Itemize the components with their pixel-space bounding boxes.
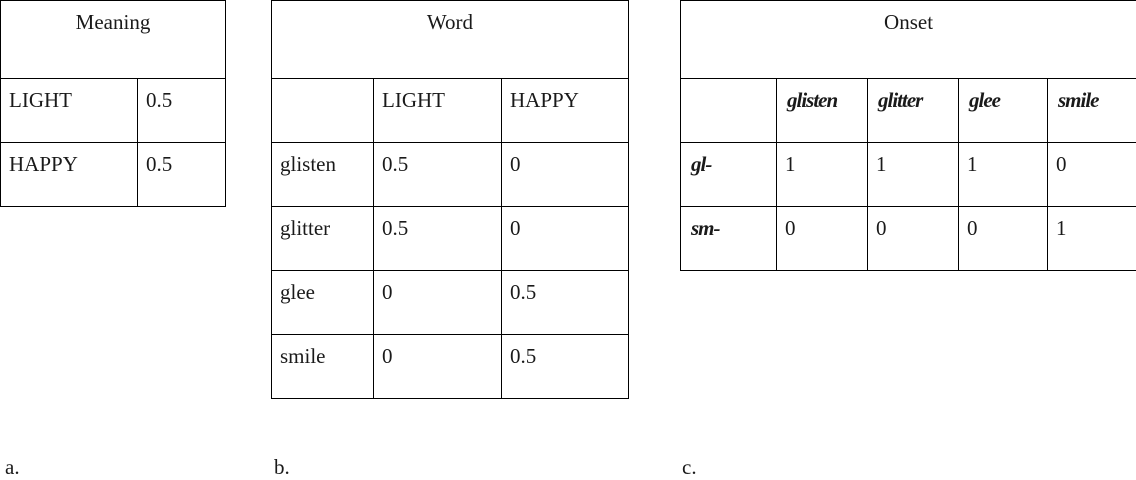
table-row: LIGHT 0.5 [0, 78, 226, 143]
column-header: LIGHT [373, 78, 502, 143]
table-row: smile 0 0.5 [271, 334, 629, 399]
onset-label: gl- [680, 142, 777, 207]
onset-value: 1 [776, 142, 868, 207]
column-header [271, 78, 374, 143]
table-header-row: Word [271, 0, 629, 79]
word-value: 0 [501, 142, 629, 207]
caption-b: b. [274, 455, 290, 479]
word-value: 0.5 [373, 142, 502, 207]
meaning-label: HAPPY [0, 142, 138, 207]
meaning-label: LIGHT [0, 78, 138, 143]
table-row: gl- 1 1 1 0 [680, 142, 1136, 207]
table-column-header-row: LIGHT HAPPY [271, 78, 629, 143]
word-label: smile [271, 334, 374, 399]
table-row: glitter 0.5 0 [271, 206, 629, 271]
onset-table-title: Onset [679, 0, 1136, 79]
onset-value: 0 [1046, 142, 1136, 207]
column-header: glitter [867, 78, 959, 143]
meaning-table: Meaning LIGHT 0.5 HAPPY 0.5 [0, 0, 226, 207]
word-value: 0.5 [501, 270, 629, 335]
word-value: 0 [373, 334, 502, 399]
table-row: glisten 0.5 0 [271, 142, 629, 207]
table-row: sm- 0 0 0 1 [680, 206, 1136, 271]
onset-table: Onset glisten glitter glee smile gl- 1 1… [679, 0, 1136, 271]
word-table: Word LIGHT HAPPY glisten 0.5 0 glitter 0… [271, 0, 629, 399]
word-value: 0 [373, 270, 502, 335]
table-column-header-row: glisten glitter glee smile [680, 78, 1136, 143]
column-header: HAPPY [501, 78, 629, 143]
column-header: smile [1046, 78, 1136, 143]
word-value: 0.5 [501, 334, 629, 399]
caption-a: a. [5, 455, 20, 479]
word-label: glitter [271, 206, 374, 271]
meaning-table-title: Meaning [0, 0, 226, 79]
caption-c: c. [682, 455, 697, 479]
column-header: glisten [776, 78, 868, 143]
word-label: glisten [271, 142, 374, 207]
meaning-value: 0.5 [137, 78, 226, 143]
onset-label: sm- [680, 206, 777, 271]
table-header-row: Meaning [0, 0, 226, 79]
onset-value: 0 [776, 206, 868, 271]
column-header: glee [958, 78, 1048, 143]
onset-value: 1 [1046, 206, 1136, 271]
table-row: glee 0 0.5 [271, 270, 629, 335]
onset-value: 1 [958, 142, 1048, 207]
meaning-value: 0.5 [137, 142, 226, 207]
onset-value: 0 [958, 206, 1048, 271]
onset-value: 0 [867, 206, 959, 271]
word-label: glee [271, 270, 374, 335]
word-table-title: Word [271, 0, 629, 79]
word-value: 0.5 [373, 206, 502, 271]
onset-value: 1 [867, 142, 959, 207]
table-header-row: Onset [679, 0, 1136, 79]
word-value: 0 [501, 206, 629, 271]
table-row: HAPPY 0.5 [0, 142, 226, 207]
column-header [680, 78, 777, 143]
